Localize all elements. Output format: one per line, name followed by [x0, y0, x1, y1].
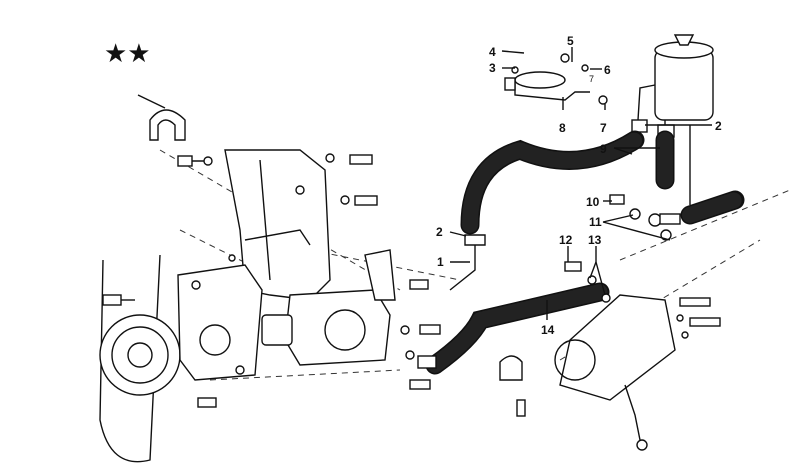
- belt-pulley: [99, 254, 181, 463]
- callout-5: 5: [567, 34, 574, 48]
- callout-7: 7: [600, 121, 607, 135]
- callout-14: 14: [541, 323, 555, 337]
- callout-6: 6: [604, 63, 611, 77]
- callout-11: 11: [589, 215, 602, 229]
- fluid-reservoir: [631, 34, 714, 138]
- callout-2-hose: 2: [436, 225, 443, 239]
- suction-hose: [460, 130, 745, 235]
- clip-bracket: [137, 94, 186, 141]
- power-steering-pump: [197, 249, 441, 408]
- callout-10: 10: [586, 195, 600, 209]
- callout-7-small: 7: [589, 74, 594, 84]
- callout-1: 1: [437, 255, 444, 269]
- callout-13: 13: [588, 233, 602, 247]
- mounting-bracket: [224, 149, 331, 301]
- star-marker: ★★: [104, 38, 151, 68]
- callout-3: 3: [489, 61, 496, 75]
- leader-lines: [449, 47, 712, 320]
- callout-2-reservoir: 2: [715, 119, 722, 133]
- banjo-fittings: [564, 194, 681, 303]
- reservoir-clamp: [504, 53, 608, 105]
- bolts-upper: [177, 153, 378, 206]
- callout-9: 9: [600, 142, 607, 156]
- mounting-plate: [177, 264, 263, 381]
- hose-clip: [499, 355, 526, 417]
- callout-4: 4: [489, 45, 496, 59]
- callout-12: 12: [559, 233, 573, 247]
- callout-8: 8: [559, 121, 566, 135]
- pressure-hose: [417, 234, 610, 375]
- steering-gear-box: [554, 294, 721, 451]
